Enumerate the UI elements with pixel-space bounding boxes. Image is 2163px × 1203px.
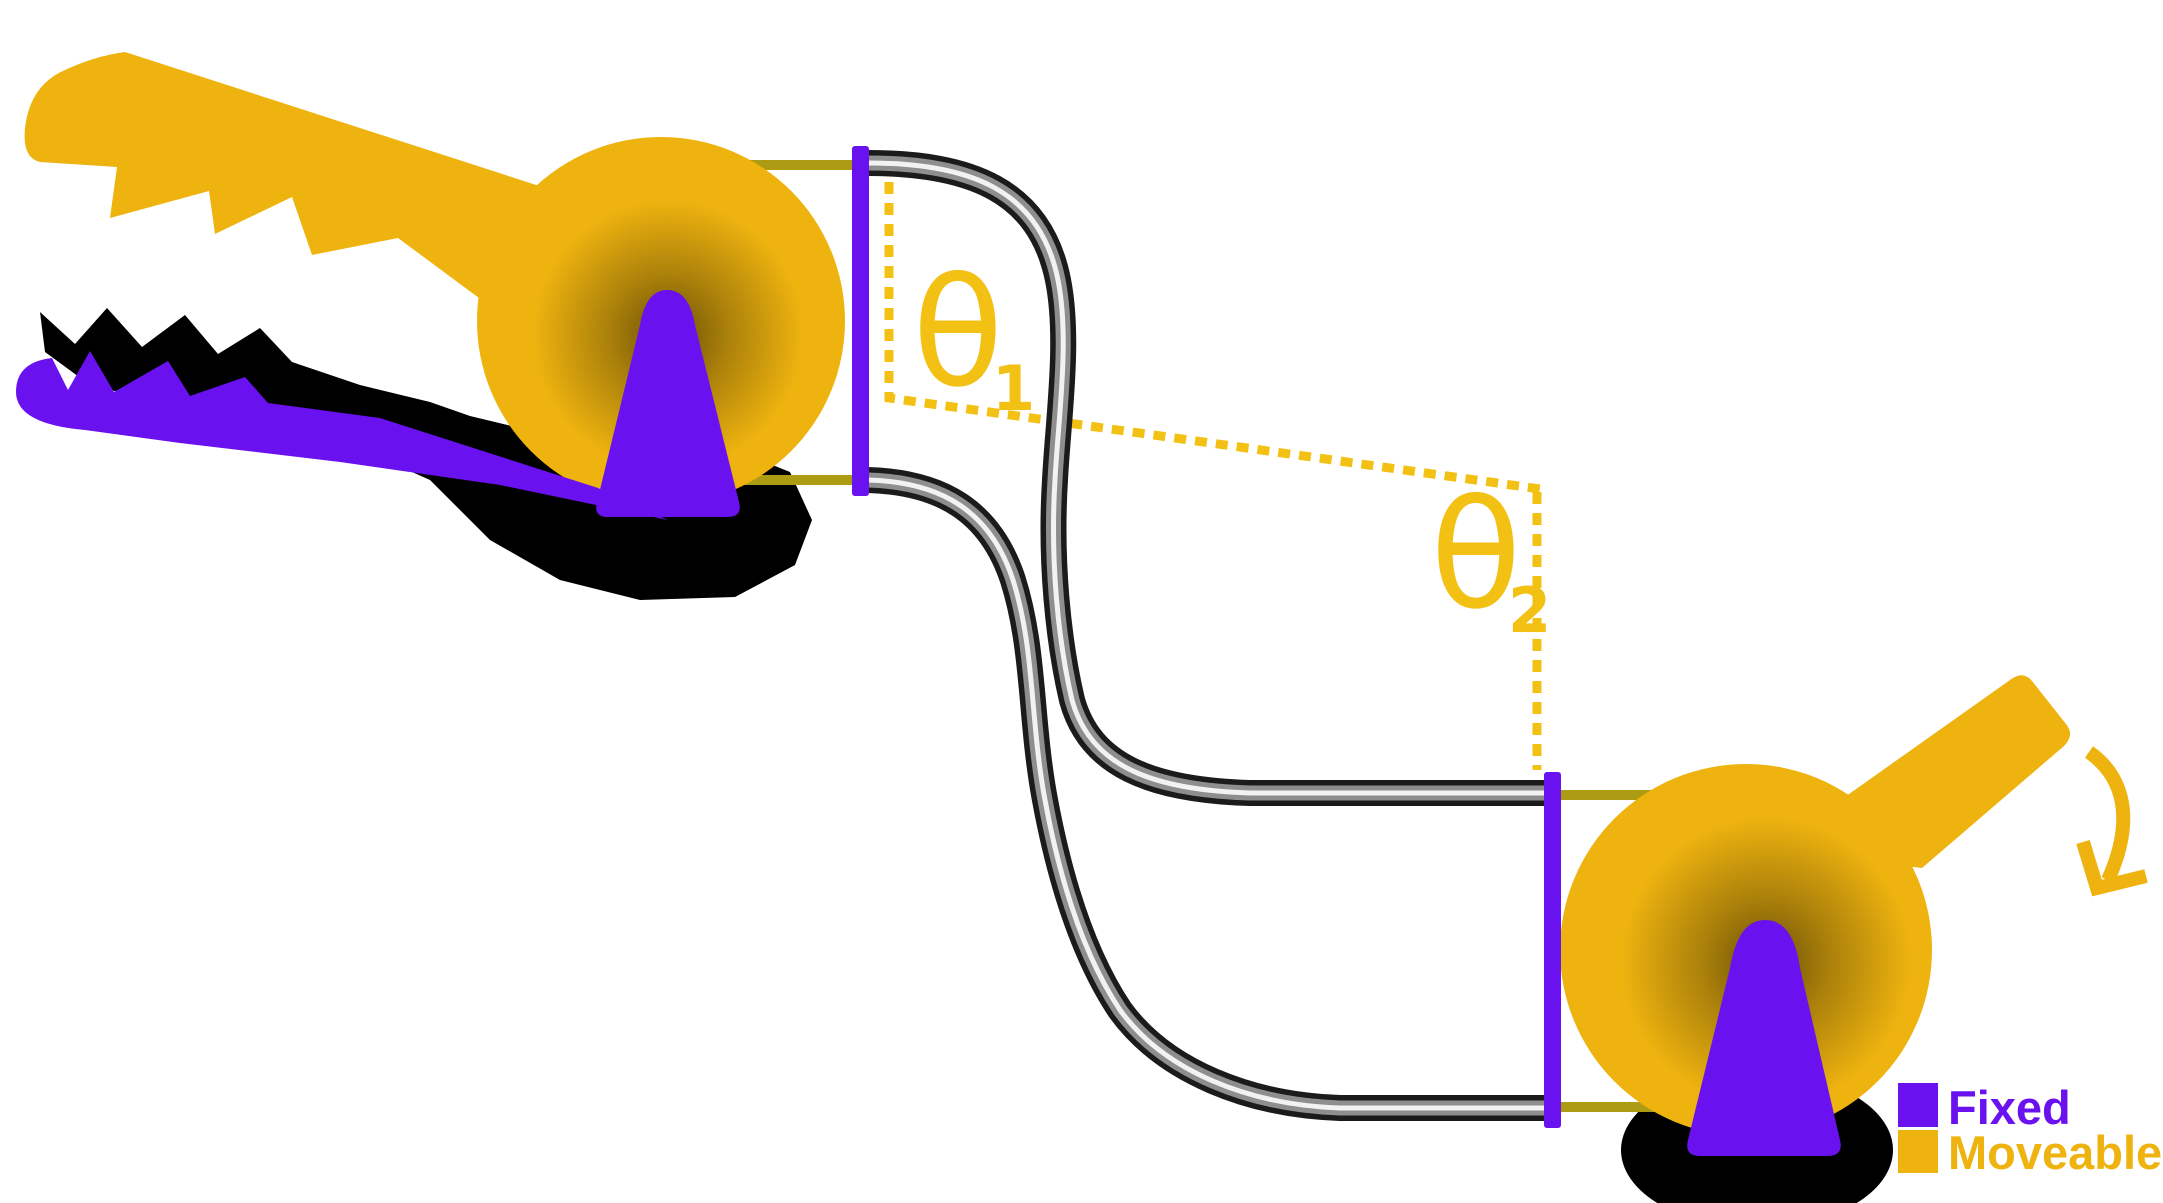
theta2-label: θ 2 — [1430, 469, 1551, 647]
tangent-links — [742, 160, 1655, 1112]
theta1-dashed-line — [884, 182, 1541, 494]
legend-fixed-label: Fixed — [1948, 1081, 2071, 1134]
theta2-subscript: 2 — [1508, 574, 1551, 647]
left-fixed-key — [16, 351, 668, 520]
right-pointer-wedge — [1687, 920, 1841, 1156]
theta1-subscript: 1 — [992, 352, 1035, 425]
legend: Fixed Moveable — [1898, 1081, 2162, 1179]
theta1-symbol: θ — [912, 247, 1004, 421]
cable-bottom — [867, 467, 1546, 1121]
legend-fixed-swatch — [1898, 1083, 1938, 1127]
left-anchor-bar — [852, 146, 869, 496]
theta1-label: θ 1 — [912, 247, 1035, 425]
cable-top — [867, 150, 1546, 806]
rotation-arrow-icon — [2076, 746, 2148, 897]
left-pointer-wedge — [596, 290, 740, 517]
right-handle — [1770, 675, 2071, 868]
legend-moveable-swatch — [1898, 1130, 1938, 1173]
right-anchor-bar — [1544, 772, 1561, 1128]
theta2-symbol: θ — [1430, 469, 1522, 643]
legend-moveable-label: Moveable — [1948, 1126, 2162, 1179]
